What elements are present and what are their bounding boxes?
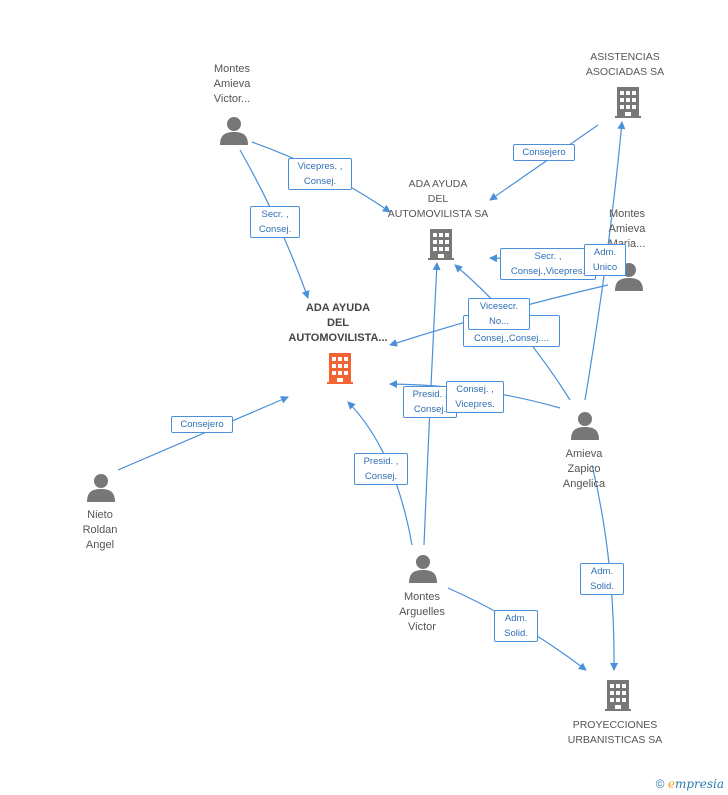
edge-label-text: Unico bbox=[592, 262, 618, 273]
proyecciones-label-line: URBANISTICAS SA bbox=[567, 734, 663, 746]
person-label-line: Victor bbox=[408, 621, 436, 633]
main-company-label-line: ADA AYUDA bbox=[305, 302, 371, 314]
edge-label-secr-consej-vicepres[interactable]: Secr. , Consej.,Vicepres. bbox=[500, 248, 596, 280]
brand-logo-text: mpresia bbox=[674, 777, 724, 791]
edge-label-text: Solid. bbox=[590, 581, 614, 592]
copyright-icon: © bbox=[655, 777, 665, 791]
person-label-line: Amieva bbox=[565, 448, 603, 460]
edge-label-text: Consej.,Vicepres. bbox=[510, 266, 586, 277]
edge-label-adm-solid-arguelles[interactable]: Adm. Solid. bbox=[494, 610, 538, 642]
main-company-label-line: AUTOMOVILISTA... bbox=[288, 332, 388, 344]
edge-label-text: Consejero bbox=[180, 419, 224, 430]
edge-label-consejero-nieto[interactable]: Consejero bbox=[171, 416, 233, 433]
asistencias-label-line: ASISTENCIAS bbox=[590, 51, 660, 63]
edge-label-text: Presid. , bbox=[363, 456, 399, 467]
asistencias-label[interactable]: ASISTENCIAS ASOCIADAS SA bbox=[570, 50, 680, 80]
ada-sa-building-icon[interactable] bbox=[428, 229, 454, 260]
edge-label-text: No... bbox=[488, 316, 510, 327]
edge-label-adm-unico[interactable]: Adm. Unico bbox=[584, 244, 626, 276]
person-label-line: Angelica bbox=[562, 478, 606, 490]
brand-logo-e: e bbox=[667, 777, 675, 791]
montes-arguelles-label[interactable]: Montes Arguelles Victor bbox=[386, 590, 458, 635]
brand-logo: empresia bbox=[668, 777, 724, 791]
amieva-zapico-person-icon[interactable] bbox=[571, 412, 599, 440]
amieva-zapico-label[interactable]: Amieva Zapico Angelica bbox=[548, 447, 620, 492]
person-label-line: Nieto bbox=[87, 509, 113, 521]
footer-brand: © empresia bbox=[656, 777, 724, 791]
person-label-line: Arguelles bbox=[399, 606, 445, 618]
edge-label-text: Vicepres. bbox=[455, 399, 495, 410]
person-label-line: Amieva bbox=[608, 223, 646, 235]
ada-sa-label-line: ADA AYUDA bbox=[408, 178, 468, 190]
person-label-line: Zapico bbox=[567, 463, 601, 475]
person-label-line: Victor... bbox=[213, 93, 251, 105]
main-company-building-icon[interactable] bbox=[327, 353, 353, 384]
asistencias-label-line: ASOCIADAS SA bbox=[585, 66, 665, 78]
edge-label-text: Adm. bbox=[590, 566, 614, 577]
edge-label-adm-solid-angelica[interactable]: Adm. Solid. bbox=[580, 563, 624, 595]
montes-amieva-victor-person-icon[interactable] bbox=[220, 117, 248, 145]
main-company-label-line: DEL bbox=[327, 317, 349, 329]
person-label-line: Roldan bbox=[82, 524, 118, 536]
edge-label-vicesecr[interactable]: Vicesecr. No... bbox=[468, 298, 530, 330]
montes-amieva-victor-label[interactable]: Montes Amieva Victor... bbox=[196, 62, 268, 107]
edge-label-text: Adm. bbox=[504, 613, 528, 624]
proyecciones-label[interactable]: PROYECCIONES URBANISTICAS SA bbox=[556, 718, 674, 748]
edge-label-consej-vicepres[interactable]: Consej. , Vicepres. bbox=[446, 381, 504, 413]
edge-label-text: Consej. bbox=[303, 176, 337, 187]
main-company-label[interactable]: ADA AYUDA DEL AUTOMOVILISTA... bbox=[270, 301, 406, 346]
edge-label-text: Consej. , bbox=[456, 384, 494, 395]
person-label-line: Montes bbox=[608, 208, 646, 220]
person-label-line: Amieva bbox=[213, 78, 251, 90]
edge-label-text: Solid. bbox=[504, 628, 528, 639]
proyecciones-label-line: PROYECCIONES bbox=[572, 719, 658, 731]
edge-label-text: Consej. bbox=[258, 224, 292, 235]
edge-label-consejero[interactable]: Consejero bbox=[513, 144, 575, 161]
person-label-line: Montes bbox=[403, 591, 441, 603]
edge-label-text: Consej.,Consej.... bbox=[474, 333, 549, 344]
edge-label-text: Presid. , bbox=[412, 389, 448, 400]
ada-sa-label-line: DEL bbox=[427, 193, 449, 205]
edge-label-text: Consejero bbox=[522, 147, 566, 158]
nieto-roldan-label[interactable]: Nieto Roldan Angel bbox=[66, 508, 134, 553]
edge-label-presid-consej-bottom[interactable]: Presid. , Consej. bbox=[354, 453, 408, 485]
nieto-roldan-person-icon[interactable] bbox=[87, 474, 115, 502]
edge-label-text: Vicesecr. bbox=[479, 301, 519, 312]
edge-label-vicepres-consej[interactable]: Vicepres. , Consej. bbox=[288, 158, 352, 190]
edge-label-text: Vicepres. , bbox=[297, 161, 343, 172]
edge-nieto-main bbox=[117, 396, 289, 471]
edge-consejero-asistencias bbox=[489, 124, 599, 201]
edge-label-text: Consej. bbox=[413, 404, 447, 415]
edge-label-text: Secr. , bbox=[261, 209, 289, 220]
ada-sa-label-line: AUTOMOVILISTA SA bbox=[387, 208, 489, 220]
proyecciones-building-icon[interactable] bbox=[605, 680, 631, 711]
montes-arguelles-person-icon[interactable] bbox=[409, 555, 437, 583]
edge-label-secr-consej[interactable]: Secr. , Consej. bbox=[250, 206, 300, 238]
person-label-line: Montes bbox=[213, 63, 251, 75]
person-label-line: Angel bbox=[85, 539, 115, 551]
edge-label-text: Secr. , bbox=[534, 251, 562, 262]
edge-label-text: Adm. bbox=[593, 247, 617, 258]
edge-label-text: Consej. bbox=[364, 471, 398, 482]
ada-sa-label[interactable]: ADA AYUDA DEL AUTOMOVILISTA SA bbox=[376, 177, 500, 222]
asistencias-building-icon[interactable] bbox=[615, 87, 641, 118]
